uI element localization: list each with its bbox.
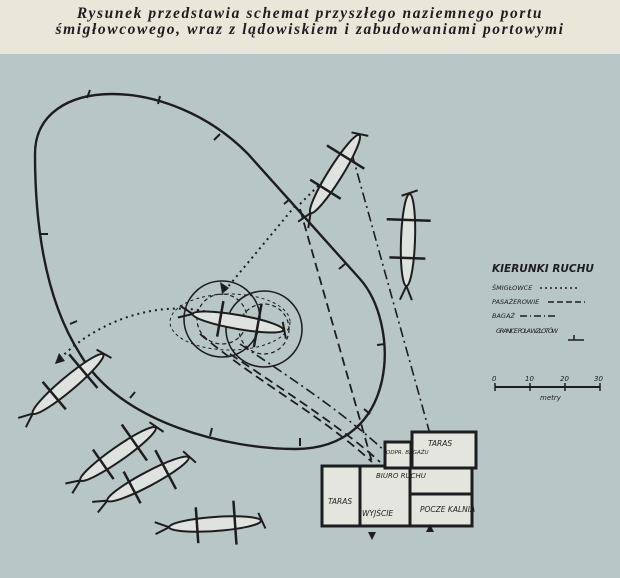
scale-unit: metry: [540, 394, 562, 402]
legend-title: KIERUNKI RUCHU: [492, 263, 594, 275]
label-odpr-bagazu: ODPR. BAGAŻU: [386, 449, 429, 456]
passenger-routes: [199, 208, 381, 463]
label-biuro-ruchu: BIURO RUCHU: [376, 472, 426, 480]
label-taras-left: TARAS: [328, 497, 352, 506]
heliport-diagram: TARAS WYJŚCIE BIURO RUCHU ODPR. BAGAŻU T…: [6, 89, 603, 552]
legend-label-helicopters: ŚMIGŁOWCE: [492, 283, 533, 292]
helicopter-icon: [283, 118, 382, 238]
scale-bar: 0 10 20 30 metry: [492, 375, 603, 402]
helicopter-icon: [382, 188, 433, 302]
baggage-routes: [239, 153, 431, 455]
legend-label-passengers: PASAŻEROWIE: [492, 297, 540, 306]
helicopter-icon: [152, 497, 268, 552]
route-arrow: [55, 353, 65, 364]
scale-tick-10: 10: [525, 375, 534, 383]
caption-line-1: Rysunek przedstawia schemat przyszłego n…: [76, 5, 544, 22]
scale-tick-20: 20: [560, 375, 569, 383]
port-buildings: [320, 430, 478, 528]
helicopter-routes: [54, 173, 331, 365]
boundary-ticks: [40, 89, 386, 446]
label-taras-right: TARAS: [428, 439, 452, 448]
helicopter-icon: [6, 333, 122, 441]
flight-field-boundary: [33, 92, 386, 451]
label-wyjscie: WYJŚCIE: [362, 509, 393, 518]
diagram-plate: TARAS WYJŚCIE BIURO RUCHU ODPR. BAGAŻU T…: [0, 54, 620, 578]
scale-tick-0: 0: [492, 375, 497, 383]
label-poczekalnia: POCZE KALNIA: [420, 505, 475, 514]
legend-line-boundary: [568, 335, 584, 341]
scale-tick-30: 30: [594, 375, 603, 383]
legend-label-boundary: GRANICE POLA WZLOTÓW: [496, 326, 559, 335]
route-arrow: [220, 282, 229, 294]
legend: KIERUNKI RUCHU ŚMIGŁOWCE PASAŻEROWIE BAG…: [492, 263, 594, 341]
caption-line-2: śmigłowcowego, wraz z lądowiskiem i zabu…: [55, 21, 565, 38]
caption: Rysunek przedstawia schemat przyszłego n…: [0, 6, 620, 38]
helicopter-icon: [83, 434, 204, 528]
legend-label-baggage: BAGAŻ: [492, 311, 515, 320]
